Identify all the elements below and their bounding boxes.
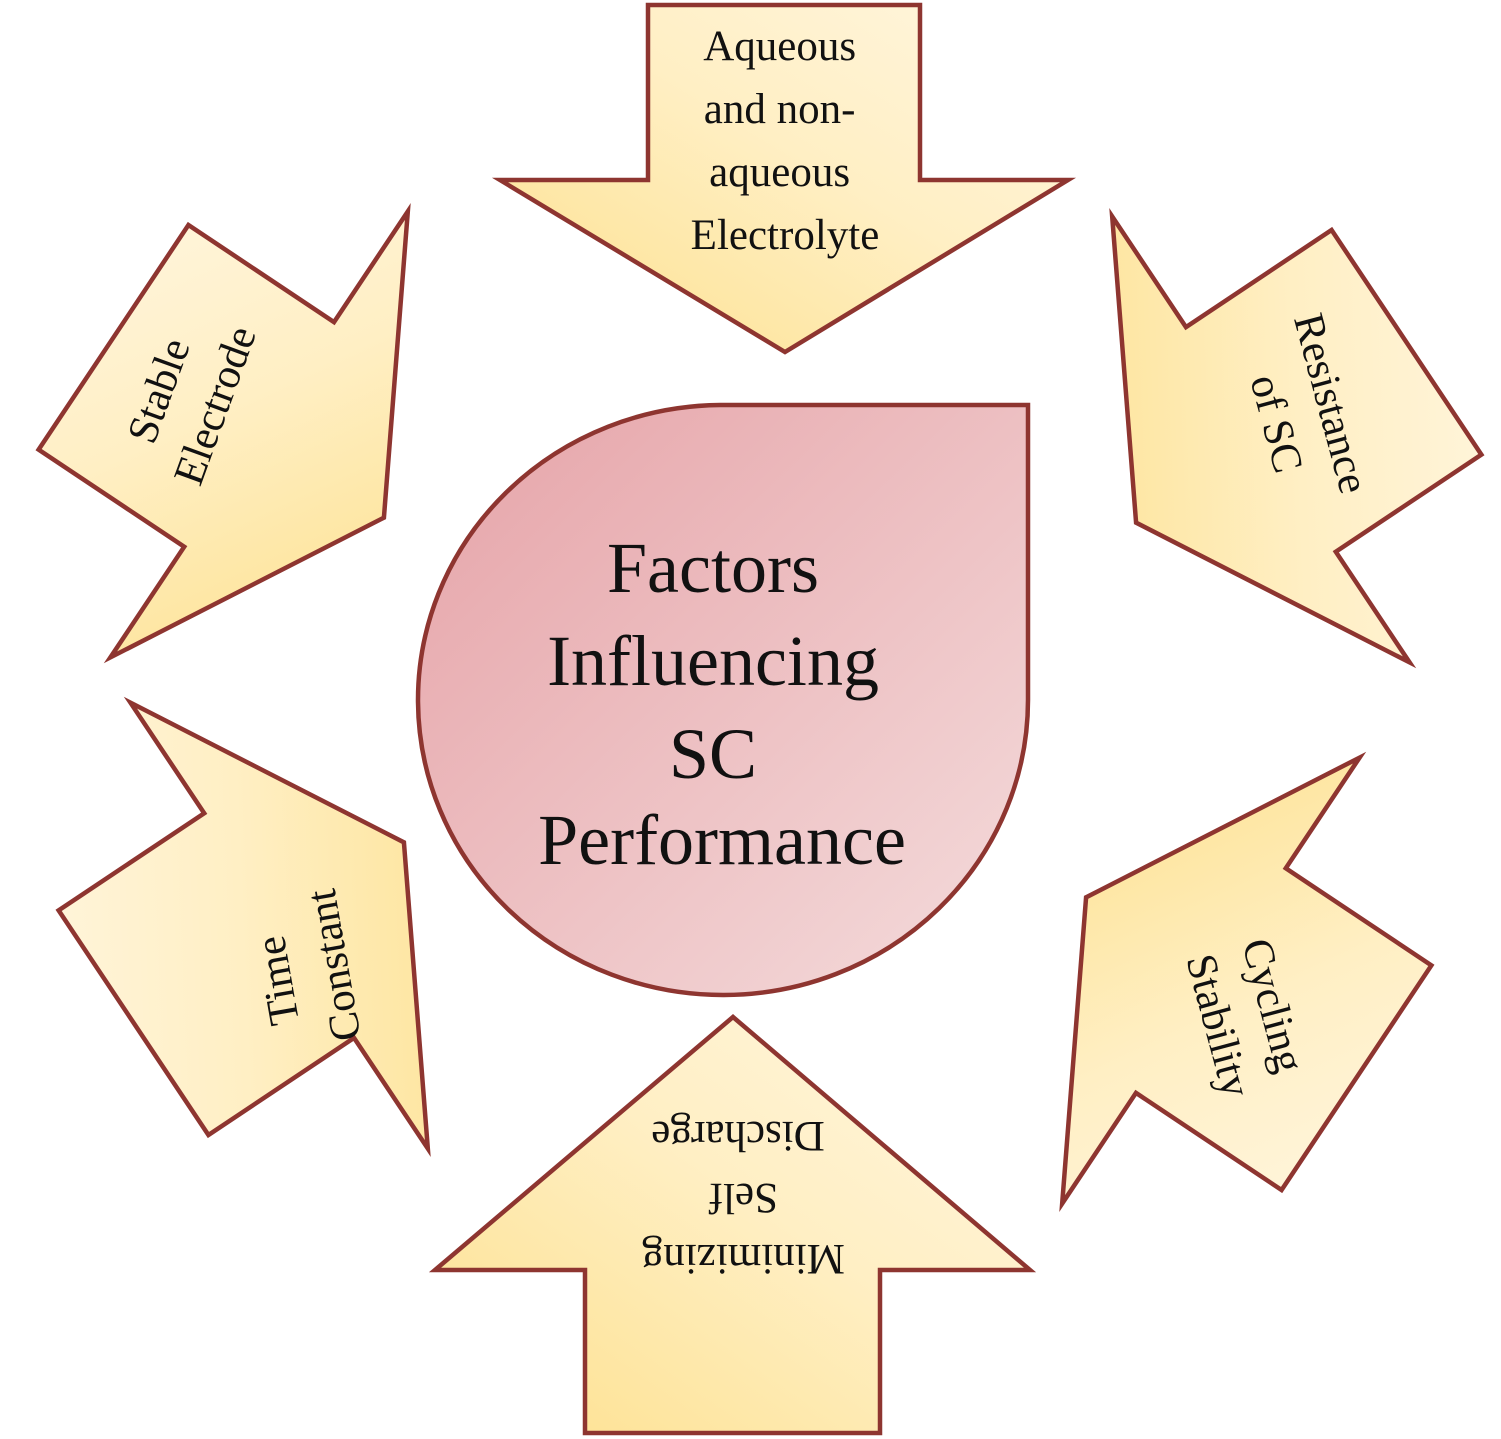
center-node: Factors Influencing SC Performance xyxy=(415,402,1031,998)
factor-label-line: and non- xyxy=(704,86,856,133)
factor-label: Minimizing Self Discharge xyxy=(631,1112,845,1282)
factor-time-constant: Time Constant xyxy=(55,696,431,1157)
center-title-line: SC xyxy=(669,714,757,794)
factor-label-line: Discharge xyxy=(651,1112,825,1159)
arrow-shape xyxy=(35,203,411,664)
arrow-shape xyxy=(1059,751,1435,1212)
factor-resistance: Resistance of SC xyxy=(1109,208,1485,669)
center-title-line: Factors xyxy=(607,528,819,608)
factor-electrolyte: Aqueous and non- aqueous Electrolyte xyxy=(491,2,1077,355)
center-title-line: Performance xyxy=(538,800,906,880)
arrow-up-shape xyxy=(428,1014,1037,1436)
factor-cycling-stability: Cycling Stability xyxy=(1059,751,1435,1212)
arrow-down-shape xyxy=(491,2,1077,355)
factor-label-line: Self xyxy=(708,1174,778,1221)
factor-label-line: Minimizing xyxy=(642,1235,845,1282)
factor-label: Aqueous and non- aqueous Electrolyte xyxy=(691,23,880,259)
factor-label-line: aqueous xyxy=(709,149,850,196)
arrow-shape xyxy=(55,696,431,1157)
center-teardrop-shape xyxy=(415,402,1031,998)
factor-label-line: Aqueous xyxy=(703,23,856,70)
factor-label-line: Electrolyte xyxy=(691,212,880,259)
arrow-shape xyxy=(1109,208,1485,669)
center-title-line: Influencing xyxy=(547,621,879,701)
factor-self-discharge: Minimizing Self Discharge xyxy=(428,1014,1037,1436)
factor-stable-electrode: Stable Electrode xyxy=(35,203,411,664)
center-title: Factors Influencing SC Performance xyxy=(538,528,906,880)
